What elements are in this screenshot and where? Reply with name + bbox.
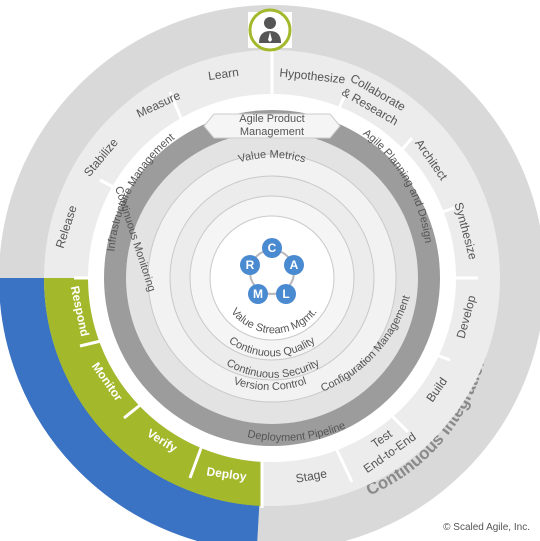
agile-pm-line1: Agile Product (239, 113, 304, 125)
calm-l-letter: L (282, 287, 289, 301)
segment-learn: Learn (207, 65, 239, 83)
person-icon (248, 8, 292, 52)
calm-m-letter: M (253, 287, 263, 301)
calm-r-circle (240, 255, 260, 275)
calm-c-letter: C (268, 241, 277, 255)
inner-ring-6 (209, 215, 335, 341)
agile-pm-line2: Management (240, 126, 304, 138)
calm-a-circle (284, 255, 304, 275)
segment-deploy: Deploy (206, 464, 248, 483)
segment-stage: Stage (295, 466, 329, 485)
deployment-segment-band (43, 277, 264, 506)
copyright-text: © Scaled Agile, Inc. (443, 522, 530, 533)
version-control-label: Version Control (232, 375, 308, 393)
calm-l-circle (276, 284, 296, 304)
calm-a-letter: A (290, 258, 299, 272)
calm-r-letter: R (246, 258, 255, 272)
calm-m-circle (248, 284, 268, 304)
calm-cluster: C A L M R (240, 238, 304, 304)
calm-c-circle (262, 238, 282, 258)
deployment-band (0, 277, 260, 541)
value-metrics-label: Value Metrics (237, 149, 307, 166)
inner-rings (104, 110, 440, 446)
agile-pm-tab (203, 113, 341, 139)
segment-hypothesize: Hypothesize (279, 66, 346, 87)
